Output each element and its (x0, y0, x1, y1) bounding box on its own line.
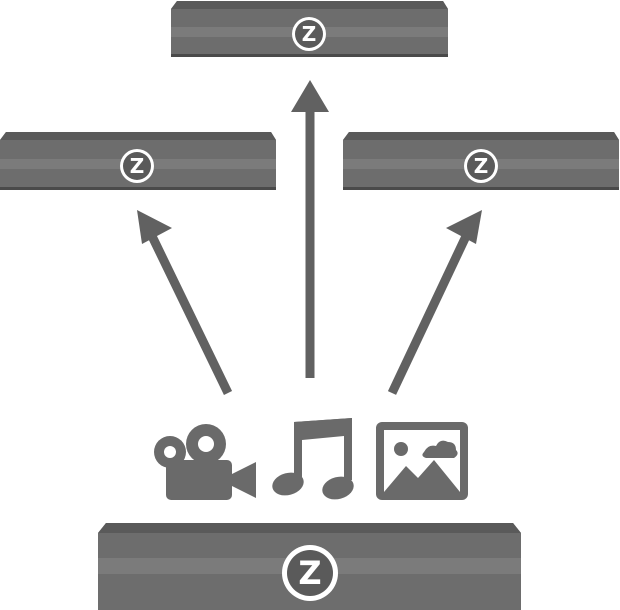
arrow-left (145, 230, 233, 395)
target-device-top-badge-letter: Z (302, 22, 317, 46)
target-device-top-badge: Z (292, 17, 326, 51)
target-device-right-badge-letter: Z (474, 154, 489, 178)
target-device-right-badge: Z (464, 149, 498, 183)
arrow-right-head (446, 210, 482, 244)
video-camera-icon (154, 424, 256, 500)
source-device-badge-letter: Z (298, 554, 321, 592)
source-device: Z (98, 523, 521, 610)
target-device-left-badge-letter: Z (130, 154, 145, 178)
target-device-top: Z (171, 1, 448, 57)
arrow-center-head (291, 80, 329, 112)
arrow-right (387, 230, 473, 395)
target-device-left-badge: Z (120, 149, 154, 183)
stream-arrows (137, 80, 482, 395)
source-device-badge: Z (282, 545, 338, 601)
music-note-icon (272, 418, 354, 500)
target-device-right: Z (343, 132, 619, 190)
photo-icon (376, 422, 468, 500)
arrow-left-head (137, 210, 172, 244)
target-device-left: Z (0, 132, 276, 190)
